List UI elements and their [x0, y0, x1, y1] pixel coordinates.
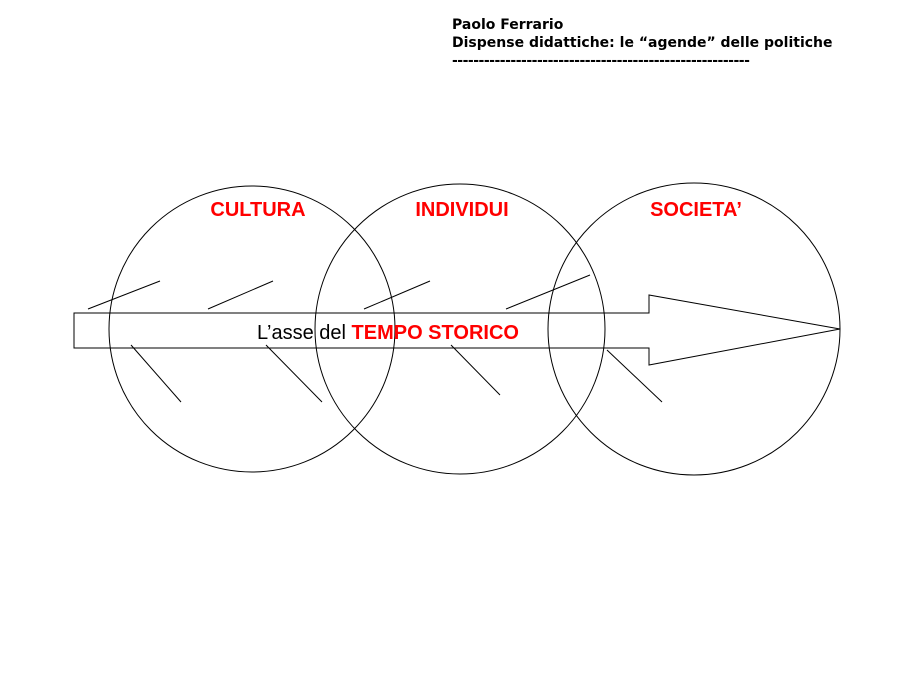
circle-societa — [547, 182, 841, 476]
label-individui: INDIVIDUI — [415, 199, 508, 221]
lower-tick — [450, 344, 501, 396]
document-header: Paolo Ferrario Dispense didattiche: le “… — [452, 16, 833, 70]
label-societa: SOCIETA’ — [650, 199, 742, 221]
axis-label-prefix: L’asse del — [257, 322, 352, 344]
label-cultura: CULTURA — [210, 199, 305, 221]
author-name: Paolo Ferrario — [452, 17, 564, 33]
time-axis-arrow — [73, 294, 841, 366]
header-separator: ----------------------------------------… — [452, 53, 750, 69]
lower-tick — [265, 344, 323, 403]
axis-label-emphasis: TEMPO STORICO — [352, 322, 519, 344]
circle-cultura — [108, 185, 396, 473]
lower-tick — [606, 349, 663, 403]
upper-tick — [87, 280, 161, 310]
lower-tick — [130, 344, 182, 403]
document-subtitle: Dispense didattiche: le “agende” delle p… — [452, 35, 833, 51]
axis-label: L’asse del TEMPO STORICO — [257, 322, 519, 344]
upper-tick — [207, 280, 274, 310]
upper-tick — [363, 280, 431, 310]
upper-tick — [505, 274, 591, 310]
circle-individui — [314, 183, 606, 475]
